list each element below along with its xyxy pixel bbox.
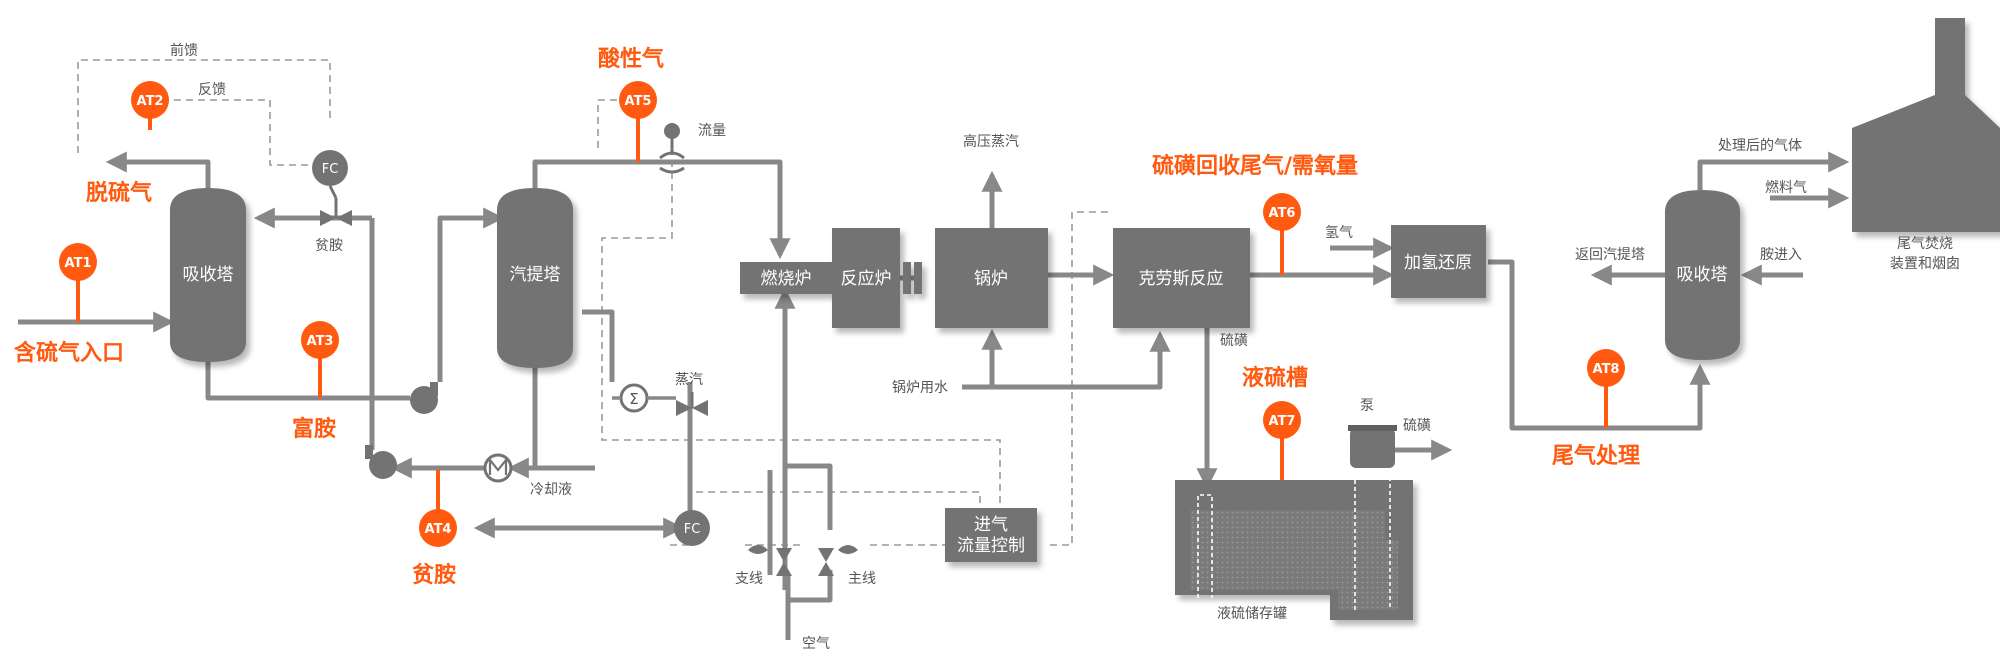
sulfur-tank-label: 液硫储存罐 — [1217, 606, 1287, 622]
burner — [740, 262, 832, 294]
claus-label: 克劳斯反应 — [1139, 269, 1224, 289]
hydrogenation-unit — [1391, 225, 1486, 298]
callout-tail-o2: 硫磺回收尾气/需氧量 — [1152, 153, 1358, 179]
branch-valve — [776, 548, 792, 576]
reactor — [832, 228, 900, 328]
label-fuel-gas: 燃料气 — [1765, 179, 1807, 196]
at2-label: AT2 — [137, 94, 164, 109]
callout-acid-gas: 酸性气 — [598, 46, 664, 72]
instruments: Σ — [320, 123, 858, 576]
at1-circle — [59, 243, 97, 281]
at3-label: AT3 — [307, 334, 334, 349]
at3-circle — [301, 321, 339, 359]
inlet-flow-control — [945, 508, 1037, 562]
label-boiler-water: 锅炉用水 — [892, 380, 948, 396]
pipes — [18, 151, 1850, 640]
absorber-2 — [1665, 190, 1740, 360]
fc-2-circle — [674, 510, 710, 546]
stripper — [497, 188, 573, 368]
callout-tail-treat: 尾气处理 — [1552, 443, 1640, 469]
callout-rich-amine: 富胺 — [292, 416, 336, 442]
incinerator-stack — [1852, 18, 2000, 232]
label-hydrogen: 氢气 — [1325, 225, 1353, 241]
hydro-label: 加氢还原 — [1404, 253, 1472, 273]
callout-inlet: 含硫气入口 — [14, 340, 124, 366]
at4-label: AT4 — [425, 522, 452, 537]
callout-sulfur-pit: 液硫槽 — [1242, 365, 1308, 391]
claus-reactor — [1113, 228, 1250, 328]
label-flow: 流量 — [698, 123, 726, 139]
at8-circle — [1587, 349, 1625, 387]
absorber-1-label: 吸收塔 — [183, 265, 234, 285]
sulfur-tank-detail — [1190, 425, 1398, 610]
fc-1-label: FC — [322, 162, 339, 177]
at5-circle — [619, 81, 657, 119]
sigma-label: Σ — [629, 390, 638, 408]
at8-label: AT8 — [1593, 362, 1620, 377]
label-feedforward: 前馈 — [170, 42, 198, 59]
burner-label: 燃烧炉 — [761, 269, 812, 289]
unit-labels: 吸收塔 汽提塔 燃烧炉 反应炉 锅炉 克劳斯反应 加氢还原 吸收塔 进气 流量控… — [183, 236, 1961, 622]
at6-circle — [1263, 193, 1301, 231]
label-pump: 泵 — [1360, 398, 1374, 414]
at7-label: AT7 — [1269, 414, 1296, 429]
reactor-connector — [903, 262, 911, 294]
label-feedback: 反馈 — [198, 82, 226, 98]
label-lean-amine-small: 贫胺 — [315, 238, 343, 254]
reactor-label: 反应炉 — [841, 269, 892, 289]
stripper-label: 汽提塔 — [510, 265, 561, 285]
label-main: 主线 — [848, 571, 876, 587]
label-amine-in: 胺进入 — [1760, 247, 1802, 263]
fc-1-circle — [312, 150, 348, 186]
inlet-ctrl-label-1: 进气 — [974, 515, 1008, 535]
label-air: 空气 — [802, 636, 830, 652]
at7-circle — [1263, 401, 1301, 439]
flow-controllers: FC FC — [312, 150, 710, 546]
stream-labels: 前馈 反馈 贫胺 流量 高压蒸汽 蒸汽 冷却液 锅炉用水 硫磺 氢气 返回汽提塔… — [170, 42, 1807, 652]
boiler — [935, 228, 1048, 328]
incinerator-label-1: 尾气焚烧 — [1897, 236, 1953, 252]
boiler-label: 锅炉 — [974, 269, 1008, 289]
label-branch: 支线 — [735, 571, 763, 587]
incinerator-label-2: 装置和烟囱 — [1890, 256, 1960, 272]
main-valve — [818, 548, 834, 576]
callouts: 含硫气入口 脱硫气 富胺 贫胺 酸性气 硫磺回收尾气/需氧量 液硫槽 尾气处理 — [14, 46, 1640, 588]
absorber-1 — [170, 188, 246, 362]
at2-circle — [131, 81, 169, 119]
at5-label: AT5 — [625, 94, 652, 109]
analyzers: AT1 AT2 AT3 AT4 AT5 AT6 AT7 AT8 — [59, 81, 1625, 547]
label-return-stripper: 返回汽提塔 — [1575, 247, 1645, 263]
at6-label: AT6 — [1269, 206, 1296, 221]
flow-element — [664, 123, 680, 139]
label-coolant: 冷却液 — [530, 482, 572, 498]
absorber-2-label: 吸收塔 — [1677, 265, 1728, 285]
reactor-connector-2 — [914, 262, 922, 294]
label-sulfur: 硫磺 — [1220, 333, 1248, 349]
label-steam: 蒸汽 — [675, 372, 703, 388]
label-hp-steam: 高压蒸汽 — [963, 133, 1019, 150]
callout-lean-amine: 贫胺 — [412, 562, 456, 588]
at1-label: AT1 — [65, 256, 92, 271]
at4-circle — [419, 509, 457, 547]
callout-sweet-gas: 脱硫气 — [86, 180, 152, 206]
inlet-ctrl-label-2: 流量控制 — [957, 536, 1025, 556]
fc-2-label: FC — [684, 522, 701, 537]
pump-2 — [369, 451, 397, 479]
label-sulfur-out: 硫磺 — [1403, 418, 1431, 434]
label-treated-gas: 处理后的气体 — [1718, 138, 1802, 154]
